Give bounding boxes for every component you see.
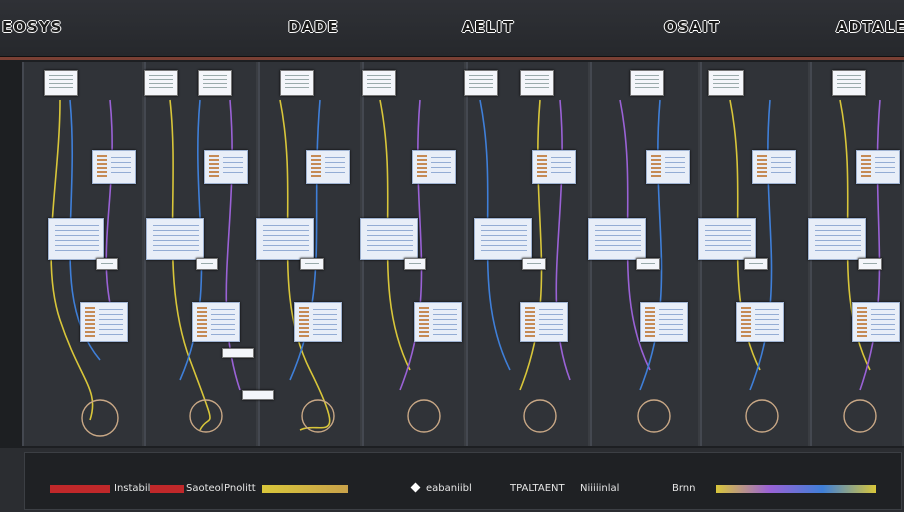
legend-label: TPALTAENT	[510, 483, 565, 494]
legend-swatch-yellow	[262, 485, 348, 493]
header-label-5: ADTALE	[836, 18, 904, 36]
rack-label-card	[198, 70, 232, 96]
rack-label-card	[362, 70, 396, 96]
patch-panel	[736, 302, 784, 342]
legend-label: Brnn	[672, 483, 696, 494]
wiring-diagram	[50, 99, 881, 437]
legend-label: Instabil	[114, 483, 151, 494]
cable-tag	[300, 258, 324, 270]
rack-label-card	[832, 70, 866, 96]
legend-label: Niiiiinlal	[580, 483, 620, 494]
switch-panel	[474, 218, 532, 260]
patch-panel	[856, 150, 900, 184]
cable-tag	[242, 390, 274, 400]
cable-tag	[858, 258, 882, 270]
legend-swatch-red	[150, 485, 184, 493]
rack-label-card	[630, 70, 664, 96]
patch-panel	[92, 150, 136, 184]
rack-label-card	[464, 70, 498, 96]
switch-panel	[48, 218, 104, 260]
patch-panel	[80, 302, 128, 342]
cable-tag	[222, 348, 254, 358]
header-label-3: AELIT	[462, 18, 515, 36]
patch-panel	[532, 150, 576, 184]
patch-panel	[306, 150, 350, 184]
patch-panel	[412, 150, 456, 184]
switch-panel	[256, 218, 314, 260]
rack-label-card	[44, 70, 78, 96]
legend-panel	[24, 452, 902, 510]
patch-panel	[204, 150, 248, 184]
top-header-bar: EOSYS DADE AELIT OSAIT ADTALE	[0, 0, 904, 56]
patch-panel	[294, 302, 342, 342]
legend-swatch-gradient	[716, 485, 876, 493]
cable-tag	[636, 258, 660, 270]
switch-panel	[360, 218, 418, 260]
patch-panel	[640, 302, 688, 342]
switch-panel	[588, 218, 646, 260]
switch-panel	[808, 218, 866, 260]
legend-label: Saoteol	[186, 483, 224, 494]
rack-label-card	[280, 70, 314, 96]
rack-label-card	[144, 70, 178, 96]
cable-tag	[744, 258, 768, 270]
cable-tag	[196, 258, 218, 270]
patch-panel	[192, 302, 240, 342]
rack-label-card	[520, 70, 554, 96]
switch-panel	[698, 218, 756, 260]
legend-swatch-red	[50, 485, 110, 493]
patch-panel	[520, 302, 568, 342]
header-label-4: OSAIT	[664, 18, 720, 36]
header-divider	[0, 56, 904, 61]
patch-panel	[852, 302, 900, 342]
legend-label: eabaniibl	[426, 483, 472, 494]
rack-label-card	[708, 70, 744, 96]
patch-panel	[752, 150, 796, 184]
header-label-2: DADE	[288, 18, 339, 36]
cable-tag	[96, 258, 118, 270]
cable-tag	[404, 258, 426, 270]
switch-panel	[146, 218, 204, 260]
cable-tag	[522, 258, 546, 270]
legend-label: Pnolitt	[224, 483, 256, 494]
header-label-1: EOSYS	[2, 18, 63, 36]
patch-panel	[414, 302, 462, 342]
patch-panel	[646, 150, 690, 184]
